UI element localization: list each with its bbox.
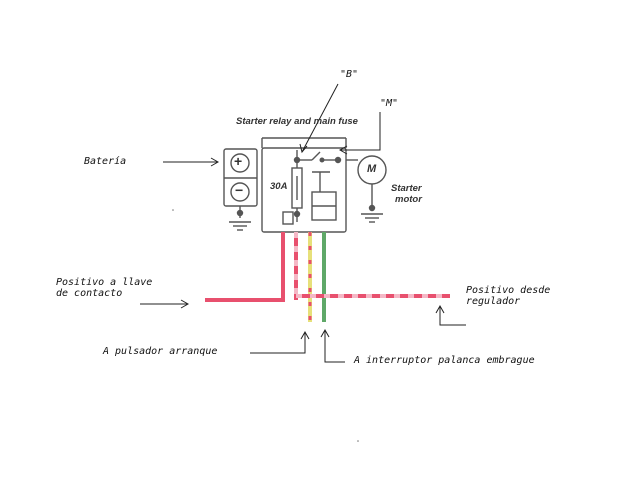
arrow-positivo-llave (140, 299, 190, 309)
battery-ground-symbol (229, 221, 251, 231)
speck-2 (357, 440, 359, 442)
arrow-embrague (320, 328, 345, 363)
battery-plus: + (234, 153, 243, 169)
fuse-rating: 30A (270, 181, 288, 192)
battery-minus: − (235, 182, 244, 198)
arrow-positivo-regulador (435, 304, 466, 326)
motor-ground-symbol (361, 213, 383, 223)
battery-symbol (223, 148, 258, 218)
arrow-m-terminal (338, 112, 381, 155)
label-embrague: A interruptor palanca embrague (354, 355, 535, 366)
arrow-b-terminal (299, 83, 339, 154)
label-positivo-regulador-1: Positivo desde (466, 285, 551, 296)
wire-positive-regulator (294, 294, 450, 300)
relay-title: Starter relay and main fuse (236, 116, 358, 127)
starter-label-1: Starter (391, 183, 422, 194)
arrow-bateria (163, 157, 220, 167)
label-positivo-regulador-2: regulador (466, 296, 521, 307)
label-positivo-llave-1: Positivo a llave (56, 277, 153, 288)
arrow-pulsador (250, 330, 310, 354)
wire-red-main (205, 232, 285, 302)
starter-label-2: motor (395, 194, 422, 205)
label-positivo-llave-2: de contacto (56, 288, 123, 299)
motor-symbol: M (367, 163, 377, 175)
relay-contact (297, 151, 342, 221)
starter-motor (346, 155, 387, 212)
label-b-terminal: "B" (340, 69, 359, 80)
label-bateria: Batería (84, 156, 127, 167)
speck-1 (172, 209, 174, 211)
label-pulsador: A pulsador arranque (103, 346, 218, 357)
label-m-terminal: "M" (380, 98, 399, 109)
